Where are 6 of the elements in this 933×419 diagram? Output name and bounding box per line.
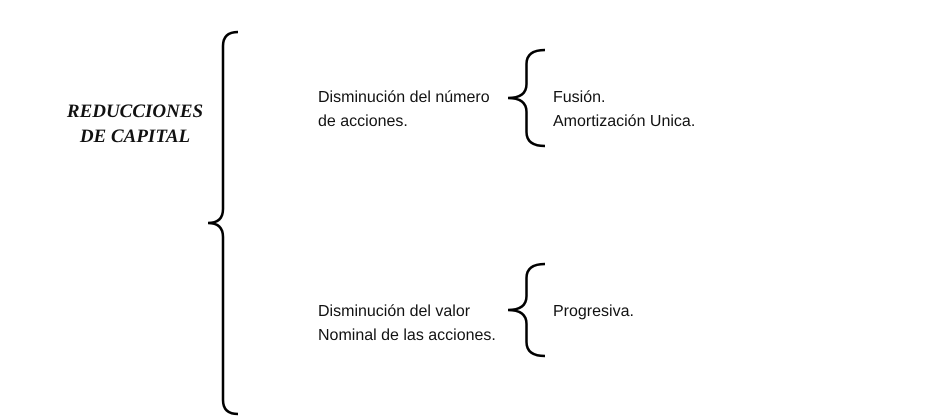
branch-text: Progresiva. [553, 302, 635, 322]
branch-text: Amortización Unica. [553, 112, 696, 132]
title-text: REDUCCIONES DE CAPITAL [66, 100, 204, 149]
branch-text: Disminución del número de acciones. [318, 88, 491, 132]
branch-text: Fusión. [553, 88, 606, 108]
branch-text: Disminución del valor Nominal de las acciones. [318, 302, 497, 346]
